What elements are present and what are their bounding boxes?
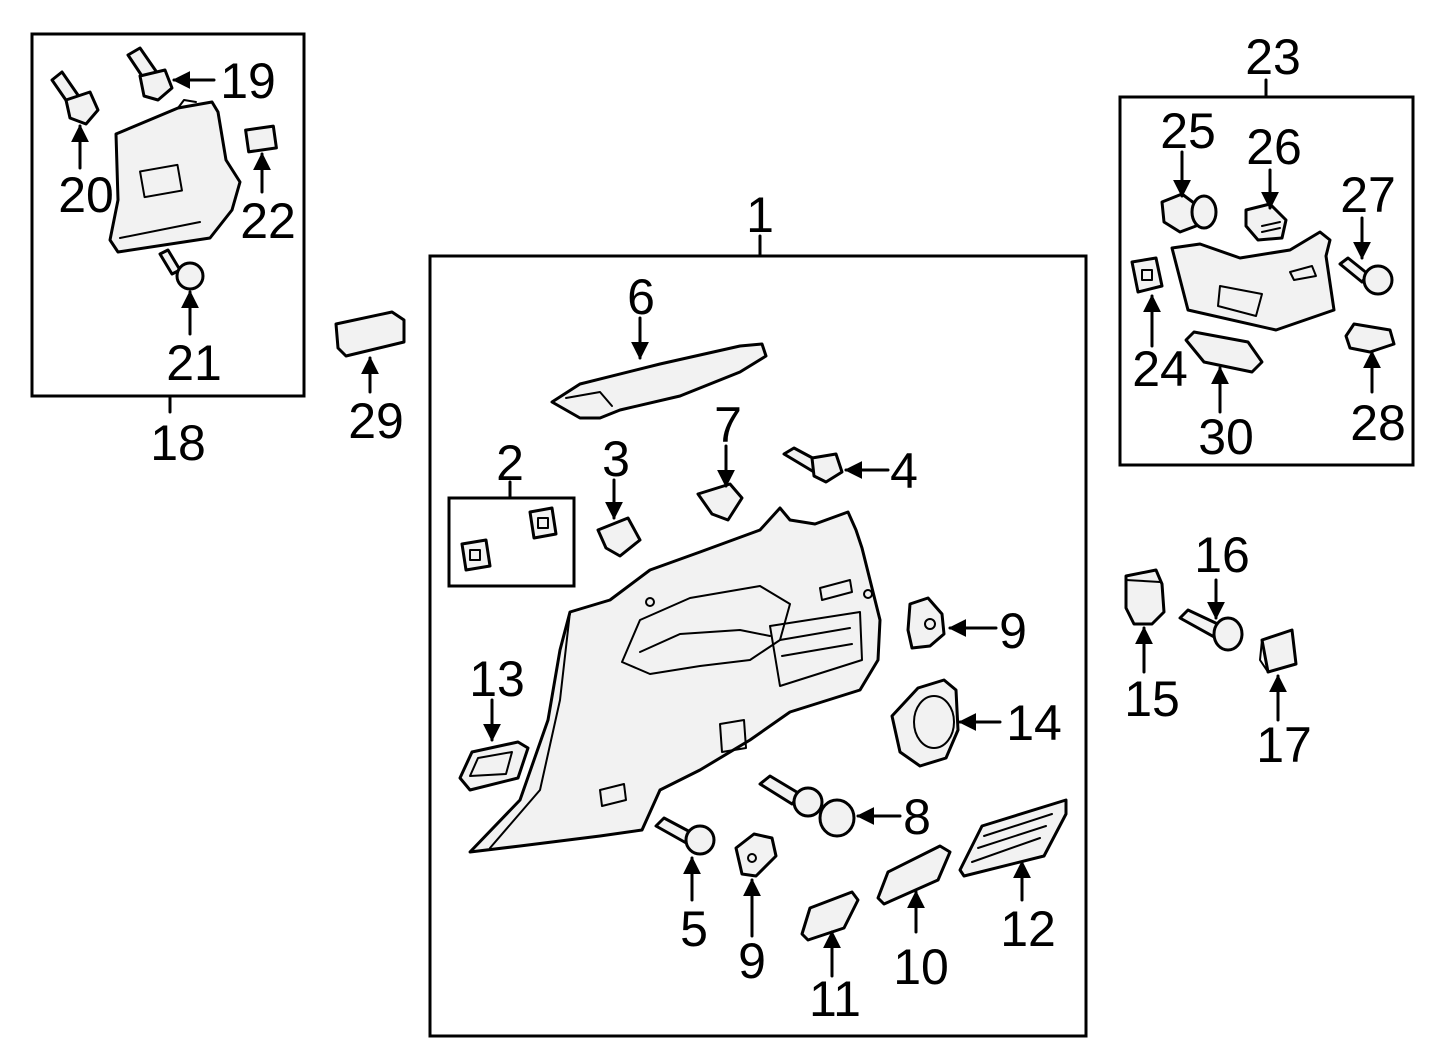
pin-16-drawing xyxy=(1178,608,1244,652)
callout-19: 19 xyxy=(220,53,276,109)
trim-panel-18-drawing xyxy=(108,99,242,254)
clip-25-drawing xyxy=(1160,192,1218,234)
plug-8-drawing xyxy=(758,774,856,838)
callout-27: 27 xyxy=(1340,167,1396,223)
sill-trim-6-drawing xyxy=(550,342,768,420)
callout-6: 6 xyxy=(627,269,655,325)
callout-23: 23 xyxy=(1245,29,1301,85)
callout-3: 3 xyxy=(602,431,630,487)
callout-1: 1 xyxy=(746,187,774,243)
callout-5: 5 xyxy=(680,901,708,957)
clip-17-drawing xyxy=(1259,628,1298,674)
callout-21: 21 xyxy=(166,335,222,391)
callout-11: 11 xyxy=(809,971,861,1027)
callout-2: 2 xyxy=(496,435,524,491)
callout-18: 18 xyxy=(150,415,206,471)
bolt-20-drawing xyxy=(50,70,100,126)
callout-22: 22 xyxy=(240,193,296,249)
bracket-9b-drawing xyxy=(734,832,778,878)
bezel-13-drawing xyxy=(458,740,530,792)
callout-9-bottom: 9 xyxy=(738,933,766,989)
callout-24: 24 xyxy=(1132,341,1188,397)
cap-15-drawing xyxy=(1124,568,1166,626)
callout-8: 8 xyxy=(903,789,931,845)
callout-30: 30 xyxy=(1198,409,1254,465)
nuts-2-drawing xyxy=(460,506,558,572)
callout-16: 16 xyxy=(1194,527,1250,583)
trim-panel-23-drawing xyxy=(1170,230,1336,332)
screw-27-drawing xyxy=(1338,256,1394,296)
callout-29: 29 xyxy=(348,393,404,449)
bracket-28-drawing xyxy=(1344,322,1396,354)
cover-11-drawing xyxy=(800,890,860,942)
group-box-18 xyxy=(30,32,306,398)
clip-3-drawing xyxy=(596,516,642,558)
bracket-9a-drawing xyxy=(906,596,946,650)
speaker-grille-14-drawing xyxy=(890,678,960,768)
callout-26: 26 xyxy=(1246,119,1302,175)
clip-29-drawing xyxy=(334,310,406,358)
callout-4: 4 xyxy=(890,443,918,499)
leader-arrows xyxy=(71,71,1381,978)
callout-9-right: 9 xyxy=(999,603,1027,659)
screw-21-drawing xyxy=(158,248,205,291)
bolt-4-drawing xyxy=(782,446,844,484)
callout-17: 17 xyxy=(1256,717,1312,773)
clip-22-drawing xyxy=(244,124,278,154)
callout-7: 7 xyxy=(714,397,742,453)
nut-24-drawing xyxy=(1130,256,1164,294)
callout-14: 14 xyxy=(1006,695,1062,751)
quarter-trim-panel-drawing xyxy=(468,506,882,854)
bracket-30-drawing xyxy=(1184,330,1264,374)
group-box-1 xyxy=(428,254,1088,1038)
callout-20: 20 xyxy=(58,167,114,223)
callout-12: 12 xyxy=(1000,901,1056,957)
bolt-19-drawing xyxy=(126,46,174,102)
callout-28: 28 xyxy=(1350,395,1406,451)
callout-25: 25 xyxy=(1160,103,1216,159)
callout-10: 10 xyxy=(893,939,949,995)
callout-13: 13 xyxy=(469,651,525,707)
cover-10-drawing xyxy=(876,844,952,906)
clip-7-drawing xyxy=(696,482,744,522)
vent-12-drawing xyxy=(958,798,1068,878)
clip-26-drawing xyxy=(1244,202,1288,242)
callout-15: 15 xyxy=(1124,671,1180,727)
plug-5-drawing xyxy=(654,816,716,856)
